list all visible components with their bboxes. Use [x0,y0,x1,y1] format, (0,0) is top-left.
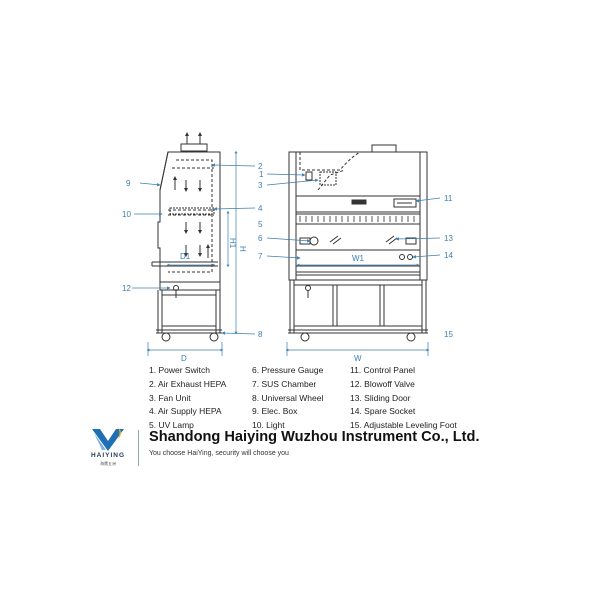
dim-w: W [354,354,362,363]
legend-item: 13. Sliding Door [350,392,411,403]
callout-10: 10 [122,210,131,219]
callout-8: 8 [258,330,263,339]
legend-item: 10. Light [252,420,285,431]
callout-15: 15 [444,330,453,339]
callout-13: 13 [444,234,453,243]
legend-item: 14. Spare Socket [350,406,416,417]
legend-item: 5. UV Lamp [149,420,194,431]
dim-w1: W1 [352,254,365,263]
callout-1: 1 [259,170,264,179]
logo-divider [138,430,139,466]
callout-12: 12 [122,284,131,293]
callout-7: 7 [258,252,263,261]
dim-h1: H1 [228,238,237,249]
legend-item: 1. Power Switch [149,365,210,375]
callout-11: 11 [444,194,453,203]
callout-9: 9 [126,179,131,188]
front-view [288,144,428,342]
company-slogan: You choose HaiYing, security will choose… [149,450,289,457]
legend-item: 11. Control Panel [350,365,416,375]
legend-column-3: 11. Control Panel 12. Blowoff Valve 13. … [350,364,457,433]
logo-chinese-text: 海鹰五洲 [100,461,116,466]
callout-3: 3 [258,181,263,190]
dim-d: D [181,354,187,363]
legend-column-1: 1. Power Switch 2. Air Exhaust HEPA 3. F… [149,364,226,433]
legend-column-2: 6. Pressure Gauge 7. SUS Chamber 8. Univ… [252,364,323,433]
callout-5: 5 [258,220,263,229]
callout-14: 14 [444,251,453,260]
legend-item: 15. Adjustable Leveling Foot [350,420,457,431]
callout-2: 2 [258,162,263,171]
callout-labels: 9 10 12 2 1 3 4 5 6 7 8 11 13 14 15 D D1… [122,162,453,363]
callout-6: 6 [258,234,263,243]
logo-wordmark: HAIYING [90,452,126,459]
legend-item: 6. Pressure Gauge [252,365,324,375]
company-name: Shandong Haiying Wuzhou Instrument Co., … [149,429,480,445]
haiying-logo-icon [92,427,124,451]
callout-4: 4 [258,204,263,213]
dim-h: H [238,246,247,252]
dim-d1: D1 [180,252,191,261]
leader-lines [132,150,441,356]
legend-item: 8. Universal Wheel [252,392,324,403]
legend-item: 2. Air Exhaust HEPA [149,378,227,389]
legend-item: 7. SUS Chamber [252,378,317,389]
side-view [151,132,222,342]
legend-item: 12. Blowoff Valve [350,378,415,389]
legend-item: 3. Fan Unit [149,392,191,403]
legend-item: 9. Elec. Box [252,406,298,417]
legend-item: 4. Air Supply HEPA [149,406,222,417]
